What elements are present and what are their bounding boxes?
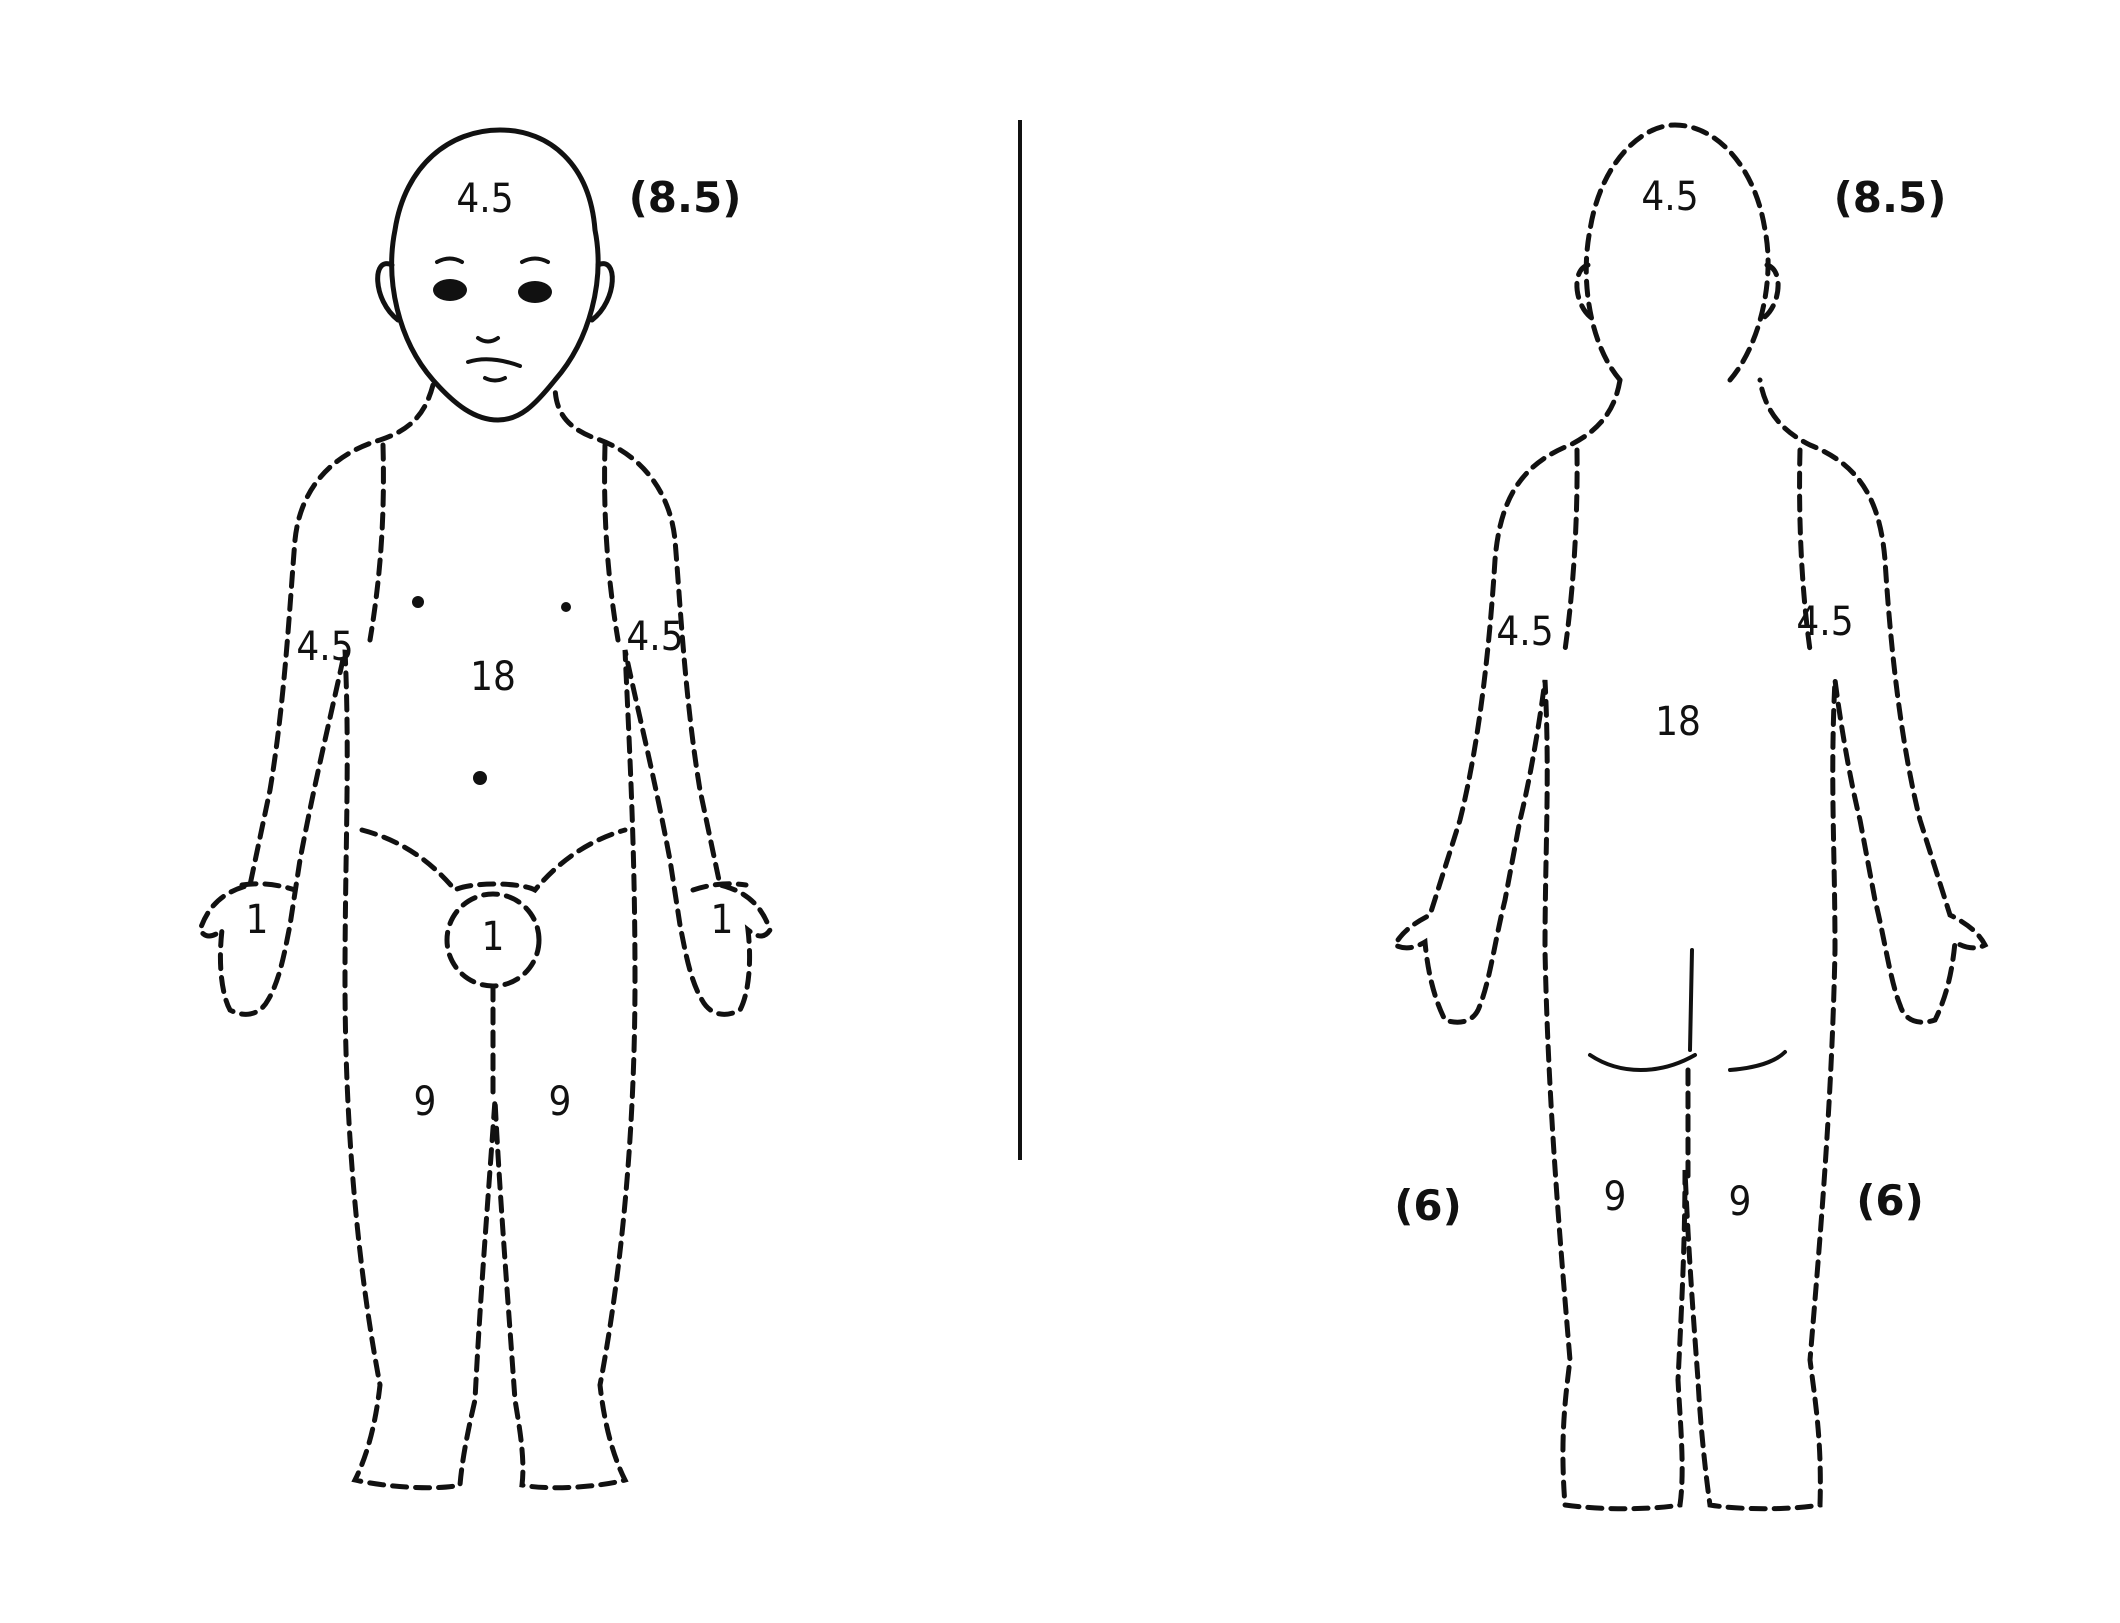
front-left-brow xyxy=(435,256,464,264)
back-body-outline xyxy=(1391,377,1989,1512)
front-body-outline xyxy=(197,382,773,1491)
front-right-nipple xyxy=(412,596,424,608)
front-head-label: 4.5 xyxy=(456,176,513,222)
front-right-eye xyxy=(518,281,552,303)
back-left-leg-label: 9 xyxy=(1604,1174,1627,1220)
front-right-ear xyxy=(589,261,615,323)
back-left-buttock-line xyxy=(1588,1053,1697,1072)
front-genital-label: 1 xyxy=(482,914,505,960)
back-right-leg-label: 9 xyxy=(1729,1179,1752,1225)
front-mouth xyxy=(466,357,522,368)
front-right-arm-label: 4.5 xyxy=(296,624,353,670)
back-right-buttock-line xyxy=(1728,1050,1787,1072)
front-left-wrist-line xyxy=(690,881,749,893)
back-right-arm-label: 4.5 xyxy=(1796,599,1853,645)
front-groin-line xyxy=(359,827,628,894)
front-head-child-label: (8.5) xyxy=(629,173,742,222)
back-right-leg-child-label: (6) xyxy=(1856,1176,1924,1225)
back-spine-line xyxy=(1688,948,1694,1052)
front-left-ear xyxy=(375,261,401,323)
front-left-hand-label: 1 xyxy=(711,897,734,943)
front-left-eye xyxy=(433,279,467,301)
front-navel xyxy=(473,771,487,785)
back-head-child-label: (8.5) xyxy=(1834,173,1947,222)
back-left-shoulder-line xyxy=(1562,447,1580,653)
back-right-ear xyxy=(1757,262,1781,323)
back-left-leg-child-label: (6) xyxy=(1394,1181,1462,1230)
back-left-ear xyxy=(1574,262,1598,323)
back-head-outline xyxy=(1583,122,1771,383)
front-right-leg-label: 9 xyxy=(414,1079,437,1125)
front-left-leg-label: 9 xyxy=(549,1079,572,1125)
front-right-hand-label: 1 xyxy=(246,897,269,943)
front-right-shoulder-line xyxy=(367,442,386,643)
front-head-outline xyxy=(389,127,601,423)
back-right-shoulder-line xyxy=(1797,447,1813,653)
front-left-arm-label: 4.5 xyxy=(626,614,683,660)
front-left-shoulder-line xyxy=(602,442,621,643)
front-right-brow xyxy=(520,256,550,264)
back-head-label: 4.5 xyxy=(1641,174,1698,220)
back-view-figure: 4.5 (8.5) 4.5 4.5 18 9 9 (6) (6) xyxy=(1391,122,1989,1512)
back-left-arm-label: 4.5 xyxy=(1496,609,1553,655)
front-trunk-label: 18 xyxy=(470,654,516,700)
front-chin xyxy=(483,376,507,383)
front-right-wrist-line xyxy=(239,881,298,893)
front-view-figure: 4.5 (8.5) 4.5 4.5 18 1 1 1 9 9 xyxy=(197,127,773,1491)
front-left-nipple xyxy=(561,602,571,612)
front-nose xyxy=(476,336,500,344)
back-trunk-label: 18 xyxy=(1655,699,1701,745)
